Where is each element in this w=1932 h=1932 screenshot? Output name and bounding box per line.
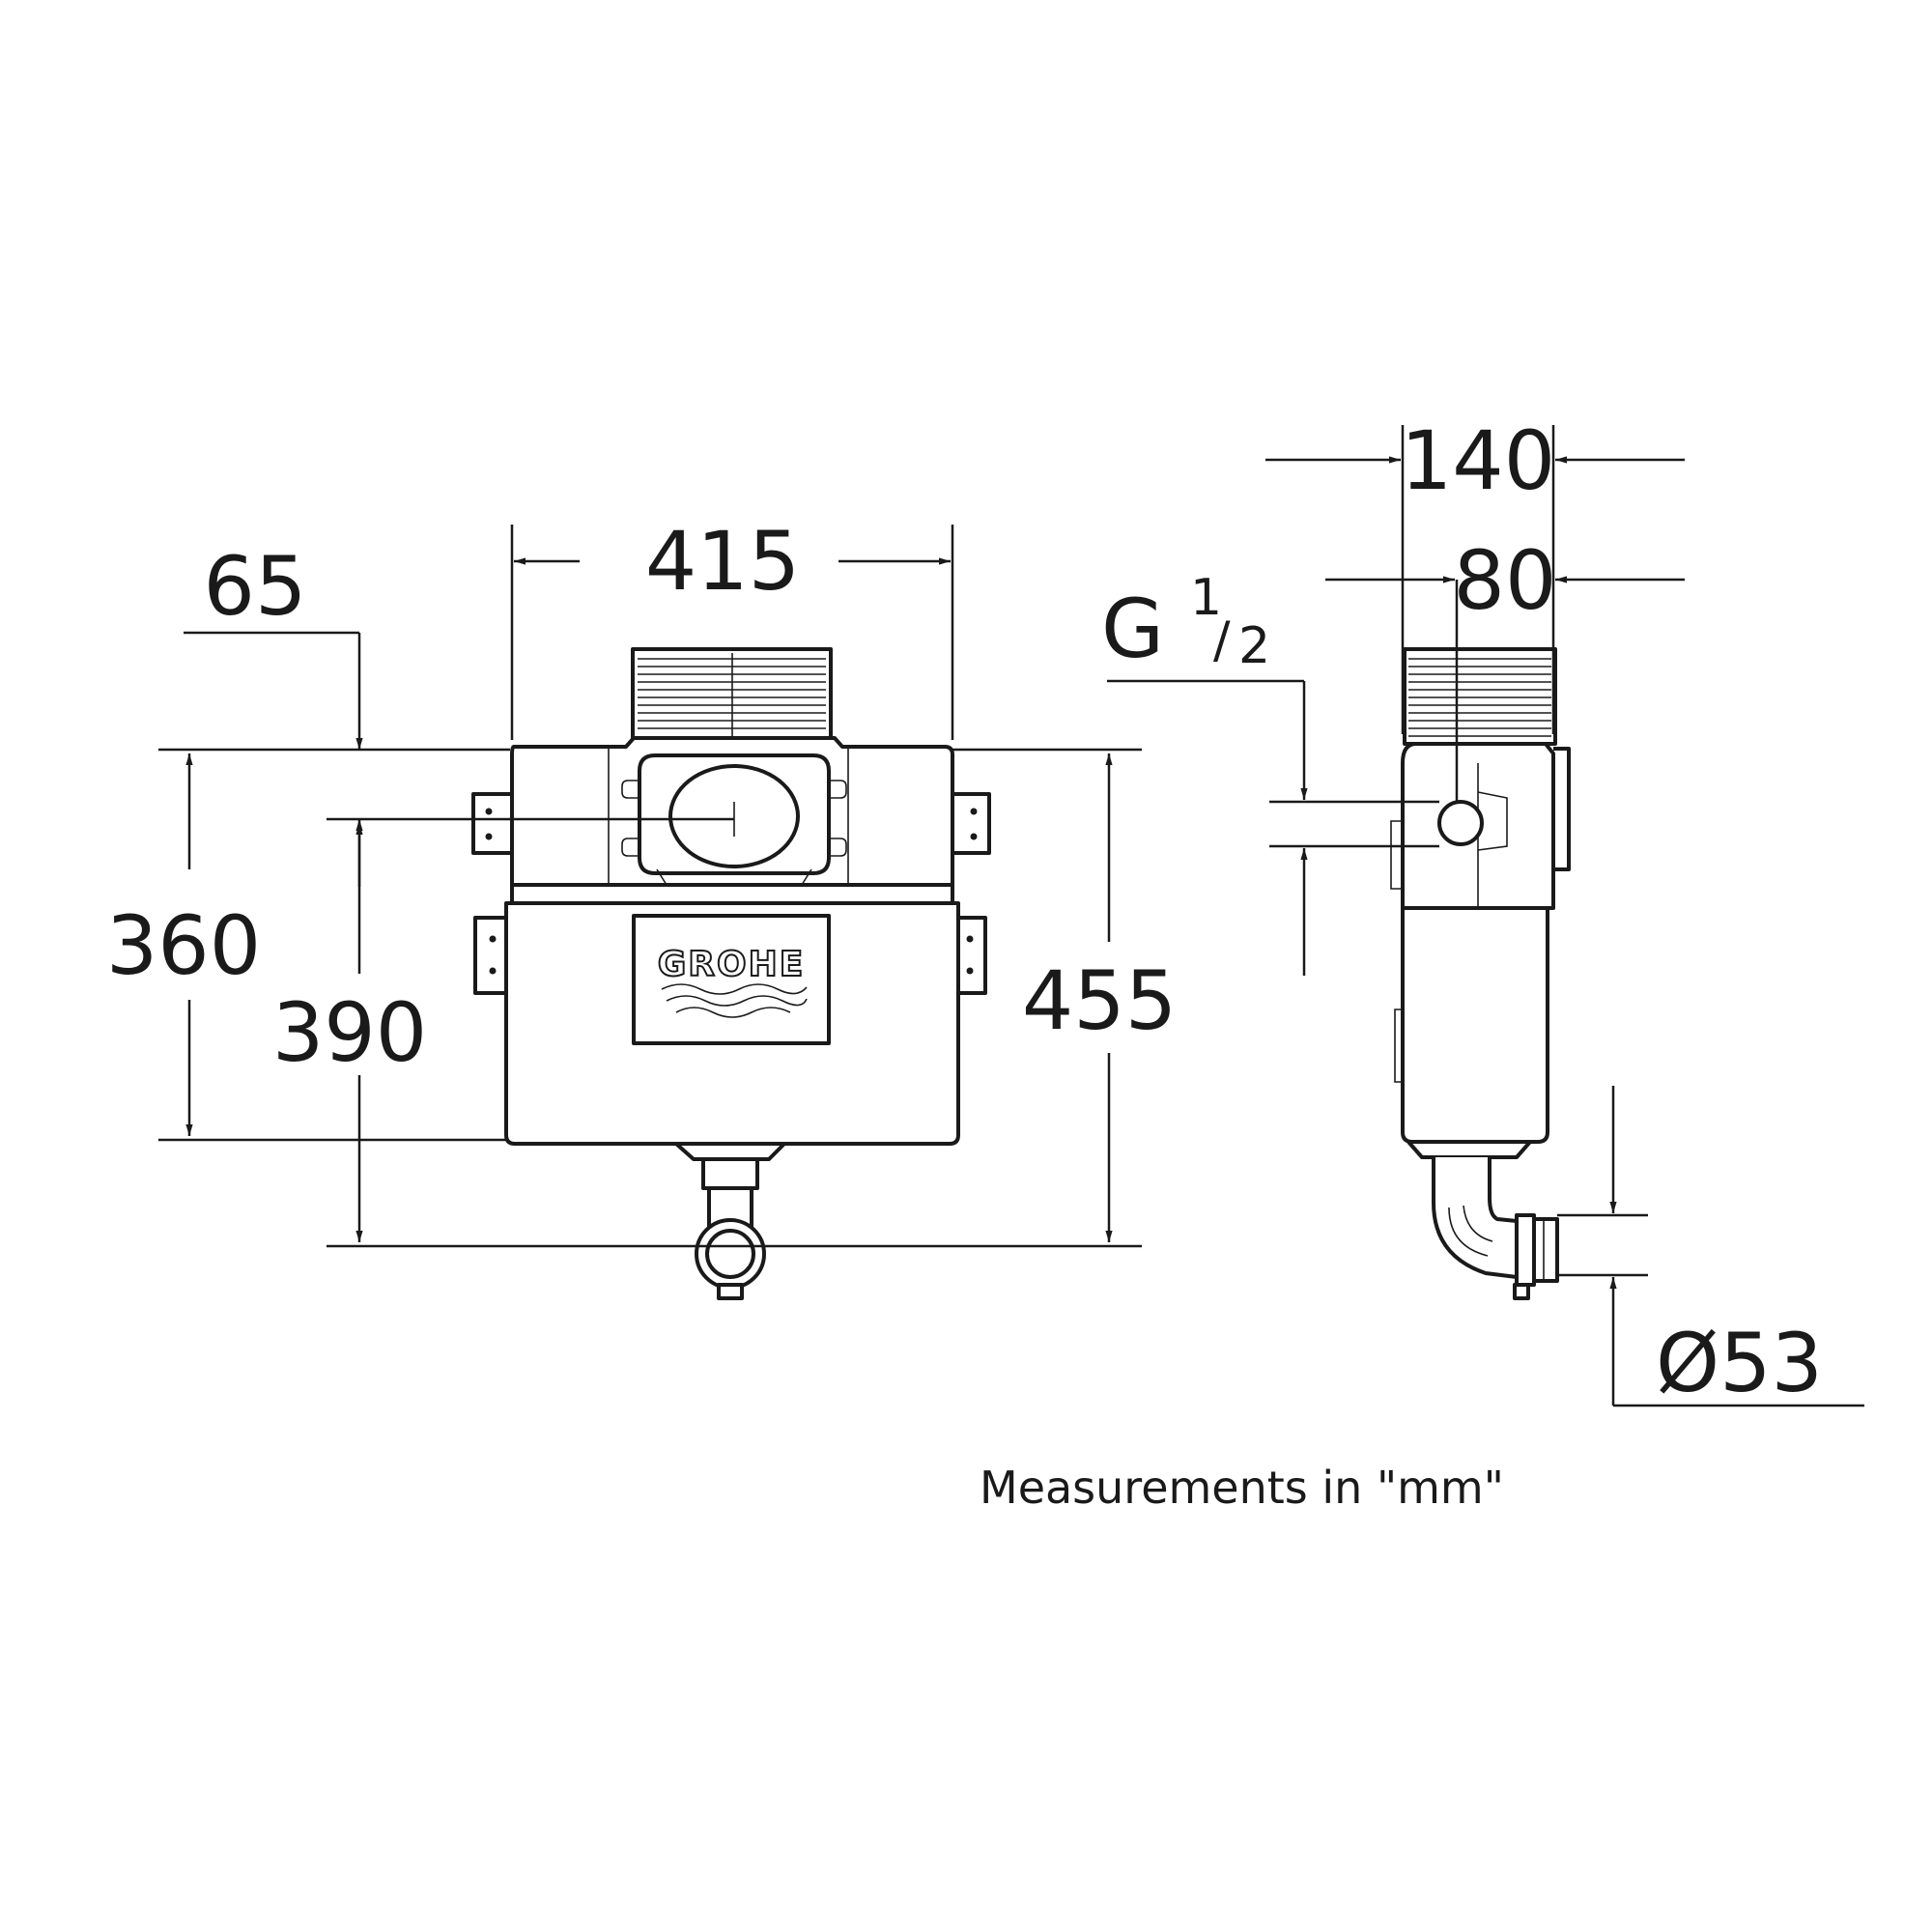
svg-text:/: / — [1213, 611, 1231, 669]
brand-logo-text: GROHE — [658, 945, 806, 984]
outlet-pipe — [674, 1142, 786, 1300]
dimension-width-415: 415 — [510, 514, 954, 740]
supply-thread-numerator: 1 — [1190, 569, 1222, 627]
dimension-depth-140: 140 — [1265, 413, 1685, 734]
top-grille — [631, 647, 833, 740]
outlet-diameter-dimension-label: Ø53 — [1656, 1316, 1823, 1410]
mounting-bracket-left-upper — [471, 792, 512, 855]
mounting-bracket-left-lower — [473, 916, 506, 995]
cistern-tank — [504, 883, 960, 1146]
side-outlet-pipe — [1432, 1157, 1559, 1300]
supply-thread-callout: G 1 / 2 — [1101, 569, 1439, 976]
dimension-offset-65: 65 — [184, 539, 363, 887]
overall-depth-dimension-label: 140 — [1401, 413, 1555, 508]
body-depth-dimension-label: 80 — [1454, 533, 1557, 628]
width-dimension-label: 415 — [645, 514, 800, 609]
supply-thread-denominator: 2 — [1238, 617, 1270, 675]
dimension-height-390: 390 — [272, 823, 427, 1242]
dimension-outlet-diameter-53: Ø53 — [1557, 1086, 1864, 1410]
body-height-dimension-label: 360 — [106, 898, 261, 993]
front-view: GROHE 415 65 — [106, 514, 1177, 1300]
units-note: Measurements in "mm" — [980, 1462, 1504, 1514]
mounting-bracket-right-lower — [958, 916, 987, 995]
top-offset-dimension-label: 65 — [204, 539, 307, 634]
side-lower-body — [1394, 906, 1549, 1159]
brand-logo-plate: GROHE — [632, 914, 831, 1045]
inlet-height-dimension-label: 390 — [272, 985, 427, 1080]
side-upper-body — [1390, 742, 1571, 910]
dimension-depth-80: 80 — [1325, 533, 1685, 802]
mounting-bracket-right-upper — [952, 792, 991, 855]
dimension-height-360: 360 — [106, 753, 261, 1136]
upper-housing — [510, 736, 954, 887]
side-top-grille — [1403, 647, 1557, 746]
supply-thread-prefix: G — [1101, 582, 1164, 676]
overall-height-dimension-label: 455 — [1022, 953, 1177, 1048]
side-view: 140 80 G 1 / 2 Ø53 — [1101, 413, 1864, 1410]
dimension-height-455: 455 — [1022, 753, 1177, 1242]
